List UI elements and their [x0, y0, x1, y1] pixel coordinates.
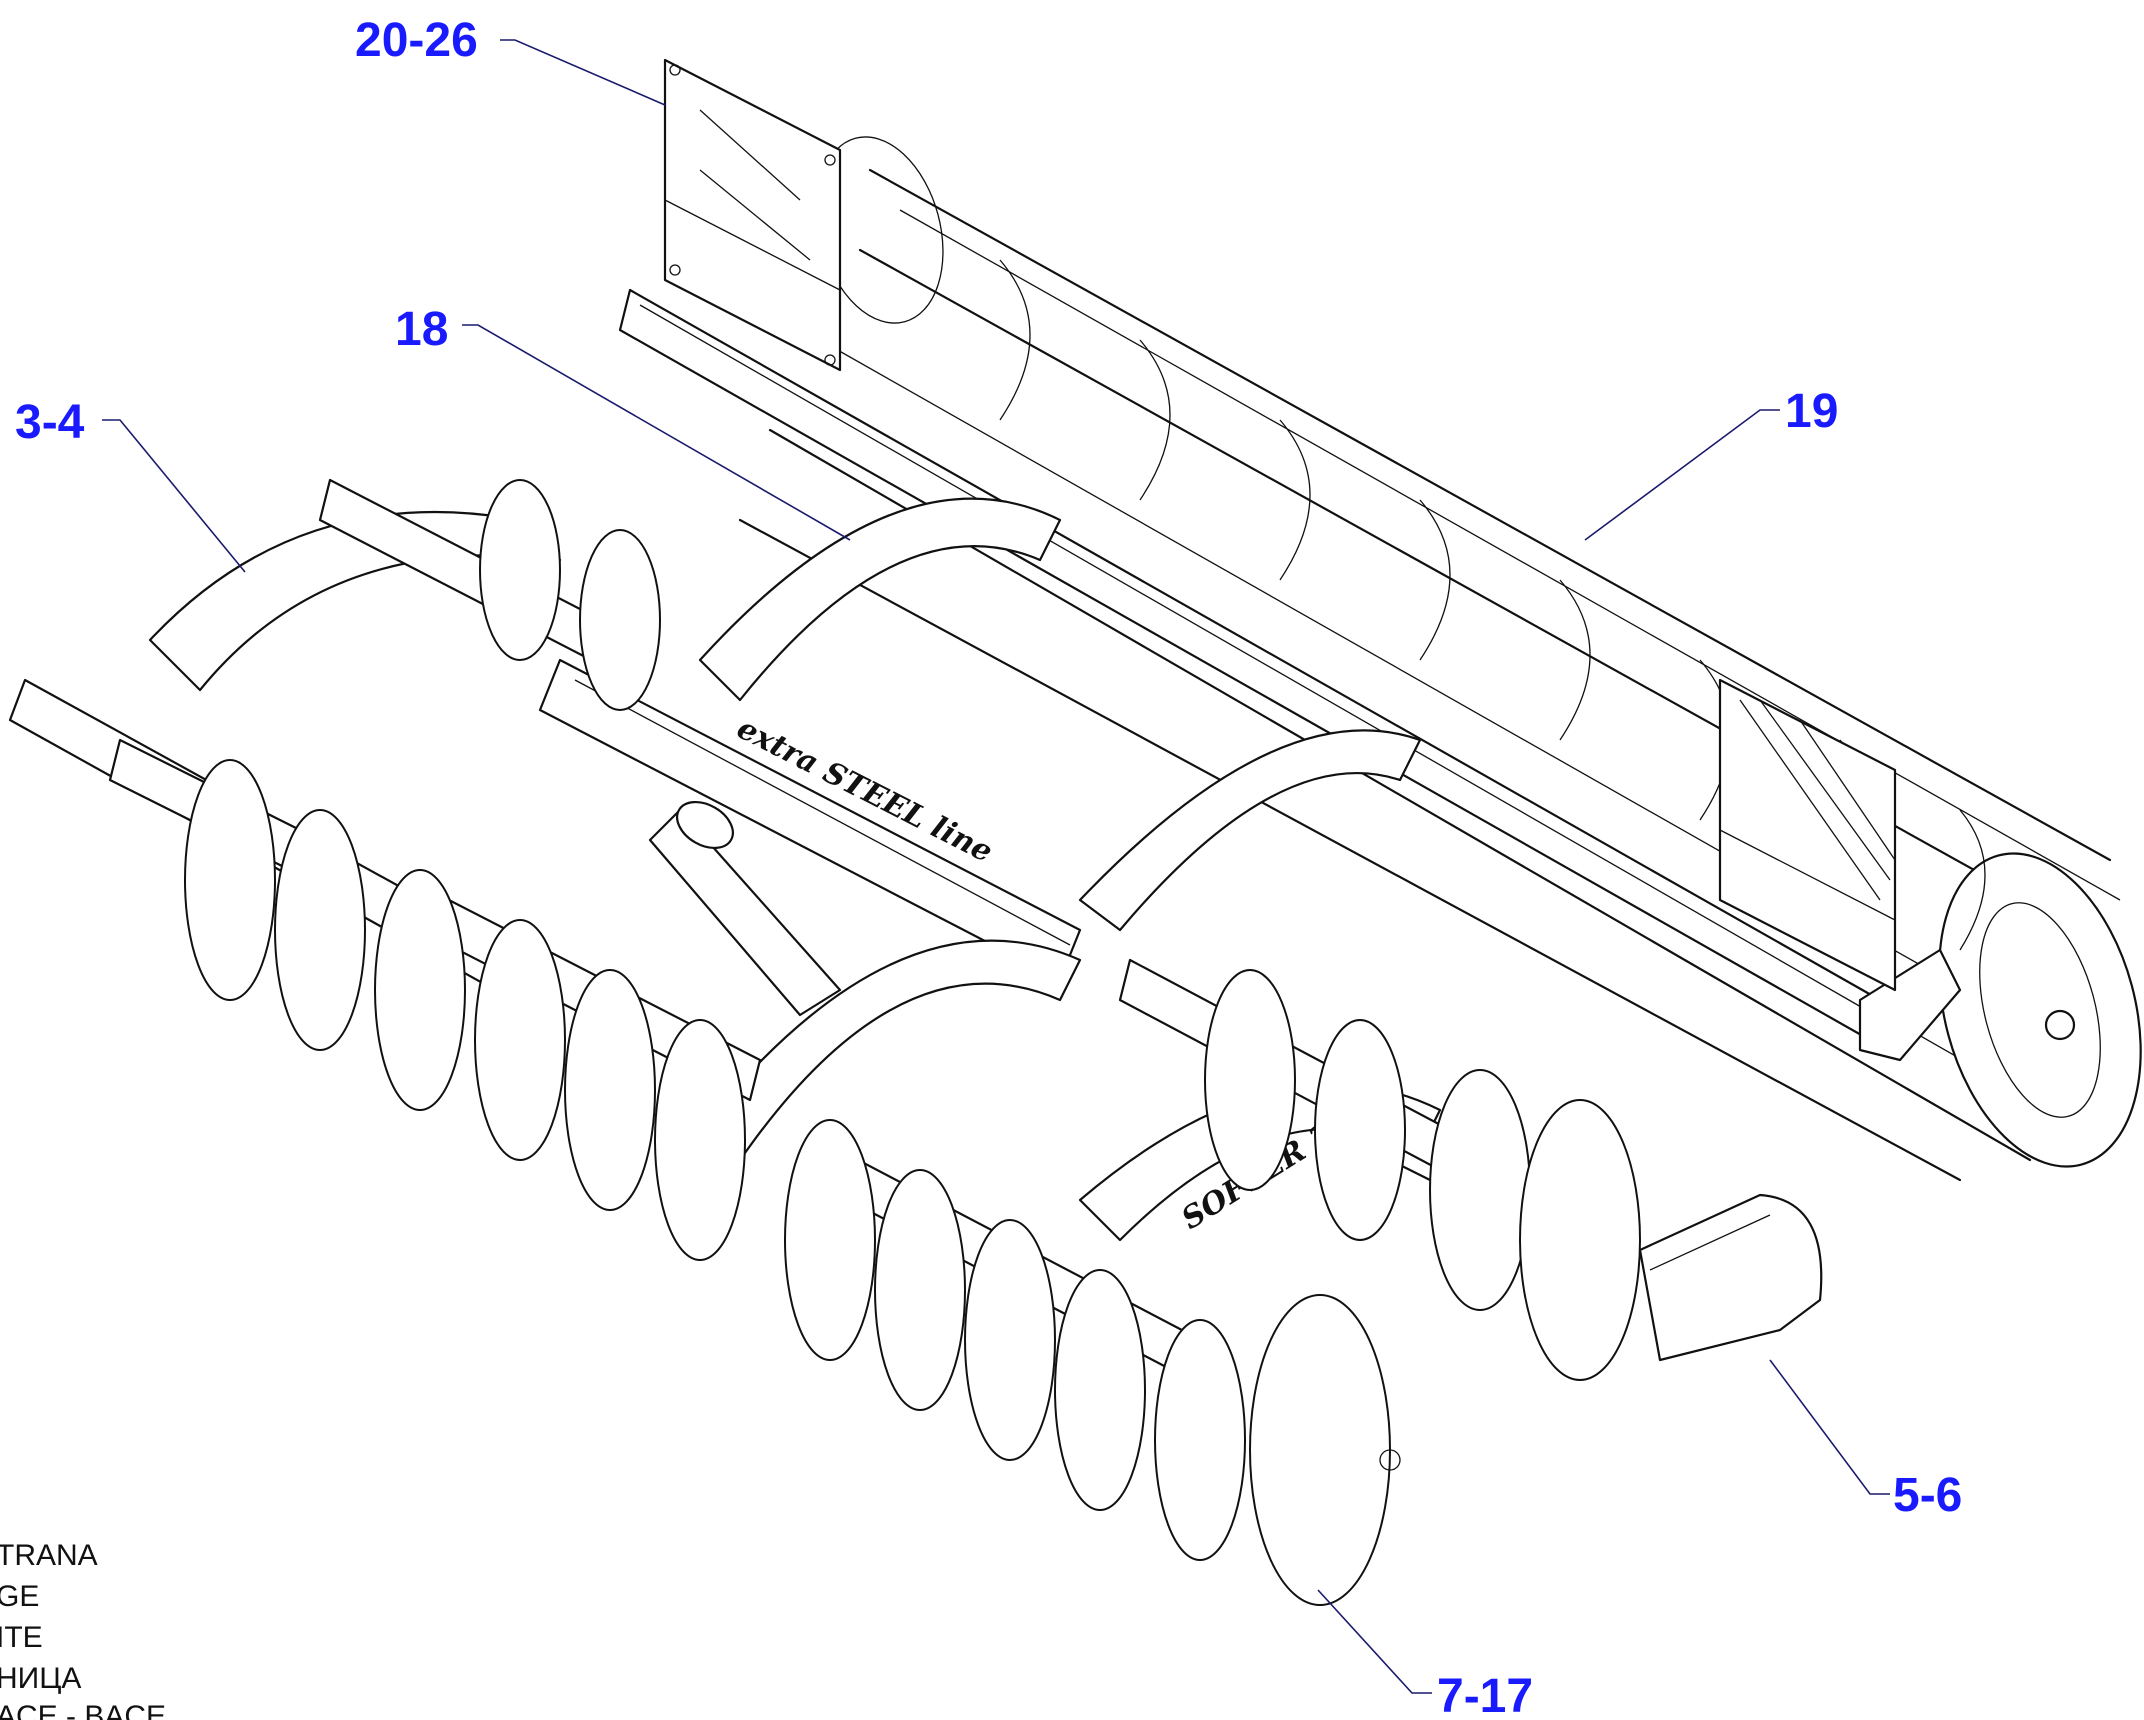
- side-note-5: ACE - BACE: [0, 1700, 166, 1720]
- side-note-2: GE: [0, 1580, 39, 1613]
- side-note-1: TRANA: [0, 1539, 98, 1572]
- warning-plate-left: [663, 58, 842, 372]
- callout-3-4: 3-4: [15, 396, 85, 449]
- callout-18: 18: [395, 303, 448, 356]
- side-note-3: ITE: [0, 1621, 43, 1654]
- disc-blades: [184, 479, 1641, 1606]
- callout-5-6: 5-6: [1893, 1469, 1962, 1522]
- roller-assembly: [738, 136, 2142, 1182]
- side-note-4: НИЦА: [0, 1662, 81, 1695]
- callout-20-26: 20-26: [355, 14, 478, 67]
- callout-19: 19: [1785, 385, 1838, 438]
- callout-labels: 20-26 18 19 3-4 5-6 7-17: [15, 14, 1962, 1720]
- rear-beam: [618, 288, 1962, 1062]
- side-deflector: [1638, 1193, 1823, 1362]
- leader-lines: [102, 39, 1890, 1694]
- warning-plate-right: [1718, 678, 1897, 992]
- callout-7-17: 7-17: [1437, 1670, 1533, 1720]
- side-notes: TRANA GE ITE НИЦА ACE - BACE: [0, 1539, 166, 1720]
